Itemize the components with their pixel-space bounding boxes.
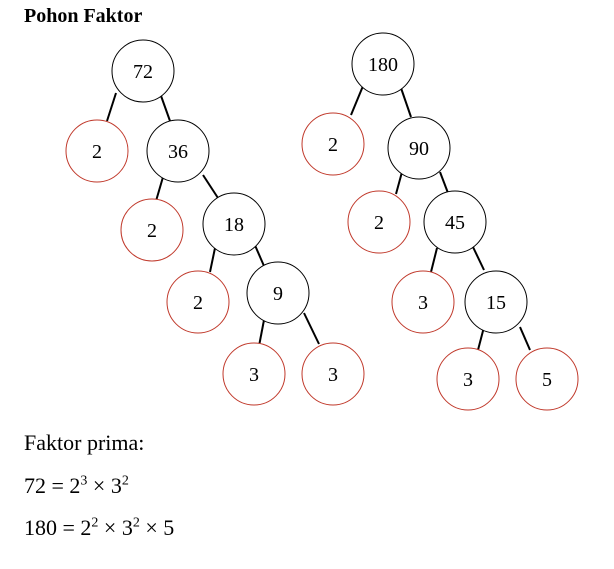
eq-times: × — [145, 515, 158, 540]
node-circle — [301, 112, 365, 176]
node-circle — [436, 347, 500, 411]
tree-edge — [159, 92, 171, 122]
eq-exponent: 2 — [121, 473, 129, 489]
node-label: 2 — [193, 292, 203, 314]
node-circle — [166, 270, 230, 334]
factor-heading: Faktor prima: — [24, 430, 145, 455]
eq-times: × — [103, 515, 117, 540]
prime-factor-node: 2 — [347, 190, 411, 254]
node-circle — [202, 192, 266, 256]
eq-base: 3 — [110, 473, 122, 498]
equation-180: 180 = 22 × 32 × 5 — [24, 515, 174, 541]
node-label: 180 — [368, 54, 398, 76]
tree-edge — [258, 319, 265, 347]
node-label: 18 — [224, 214, 244, 236]
prime-factor-node: 2 — [120, 198, 184, 262]
node-label: 15 — [486, 292, 506, 314]
tree-edge — [350, 85, 364, 116]
eq-base: 5 — [163, 515, 175, 540]
node-label: 2 — [374, 212, 384, 234]
tree-edge — [209, 247, 216, 273]
eq-exponent: 2 — [91, 515, 99, 531]
composite-node: 72 — [111, 39, 175, 103]
node-label: 3 — [463, 369, 473, 391]
node-circle — [423, 190, 487, 254]
node-circle — [246, 261, 310, 325]
tree-edge — [202, 174, 219, 199]
page-title: Pohon Faktor — [24, 5, 143, 27]
node-circle — [222, 342, 286, 406]
equation-72: 72 = 23 × 32 — [24, 473, 129, 499]
eq-lhs: 72 — [24, 473, 46, 498]
tree-edge — [519, 326, 531, 351]
node-label: 3 — [249, 364, 259, 386]
tree-edge — [106, 92, 117, 122]
node-label: 36 — [168, 141, 188, 163]
node-label: 5 — [542, 369, 552, 391]
node-label: 3 — [418, 292, 428, 314]
composite-node: 36 — [146, 119, 210, 183]
composite-node: 90 — [387, 116, 451, 180]
eq-base: 2 — [80, 515, 92, 540]
prime-factor-node: 3 — [222, 342, 286, 406]
tree-edge — [303, 312, 320, 345]
node-circle — [65, 119, 129, 183]
eq-equals: = — [62, 515, 75, 540]
eq-base: 3 — [121, 515, 133, 540]
node-circle — [387, 116, 451, 180]
node-label: 90 — [409, 138, 429, 160]
composite-node: 15 — [464, 270, 528, 334]
prime-factor-node: 3 — [436, 347, 500, 411]
node-circle — [351, 32, 415, 96]
tree-edge — [155, 176, 164, 202]
composite-node: 18 — [202, 192, 266, 256]
tree-edge — [472, 246, 485, 271]
node-label: 9 — [273, 283, 283, 305]
node-circle — [515, 347, 579, 411]
eq-exponent: 3 — [80, 473, 88, 489]
node-circle — [464, 270, 528, 334]
node-circle — [120, 198, 184, 262]
node-label: 72 — [133, 61, 153, 83]
composite-node: 180 — [351, 32, 415, 96]
node-label: 2 — [92, 141, 102, 163]
node-circle — [111, 39, 175, 103]
eq-times: × — [92, 473, 106, 498]
prime-factor-node: 2 — [301, 112, 365, 176]
eq-equals: = — [51, 473, 64, 498]
eq-exponent: 2 — [132, 515, 140, 531]
prime-factor-node: 2 — [65, 119, 129, 183]
eq-base: 2 — [69, 473, 81, 498]
node-label: 45 — [445, 212, 465, 234]
node-circle — [301, 342, 365, 406]
node-circle — [391, 270, 455, 334]
node-circle — [347, 190, 411, 254]
tree-edge — [439, 171, 449, 194]
node-circle — [146, 119, 210, 183]
node-label: 3 — [328, 364, 338, 386]
composite-node: 9 — [246, 261, 310, 325]
eq-lhs: 180 — [24, 515, 57, 540]
node-label: 2 — [147, 220, 157, 242]
node-label: 2 — [328, 134, 338, 156]
composite-node: 45 — [423, 190, 487, 254]
tree-edge — [430, 247, 438, 273]
tree-edge — [395, 171, 403, 195]
tree-edge — [400, 87, 412, 118]
prime-factor-node: 3 — [301, 342, 365, 406]
prime-factor-node: 3 — [391, 270, 455, 334]
tree-edge — [477, 326, 485, 351]
prime-factor-node: 2 — [166, 270, 230, 334]
prime-factor-node: 5 — [515, 347, 579, 411]
